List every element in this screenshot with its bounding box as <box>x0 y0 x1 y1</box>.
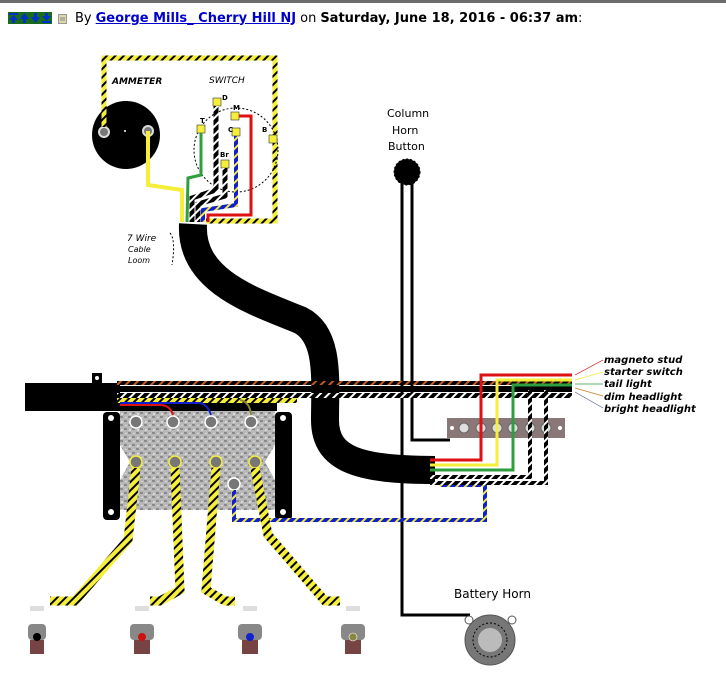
plug-wire-3 <box>201 467 235 606</box>
terminal-br: Br <box>220 151 229 159</box>
spark-plug-3 <box>238 606 262 654</box>
horn-button <box>393 158 421 186</box>
date-suffix: : <box>578 10 583 26</box>
yellow-wire <box>146 131 184 222</box>
terminal-block <box>447 418 565 438</box>
post-header: By George Mills_ Cherry Hill NJ on Satur… <box>8 9 582 27</box>
document-icon[interactable] <box>58 13 67 24</box>
wiring-diagram: AMMETER SWITCH D T M C Br B 7 Wire Cable… <box>25 55 697 666</box>
black-white-wire <box>189 106 219 222</box>
legend-magneto-stud: magneto stud <box>604 355 683 366</box>
horn-button-label-1: Column <box>387 107 429 120</box>
spark-plug-4 <box>341 606 365 654</box>
plug-wire-2 <box>150 467 185 606</box>
legend-dim-headlight: dim headlight <box>604 392 683 403</box>
brown-wire <box>195 168 228 222</box>
legend-bright-headlight: bright headlight <box>604 404 697 415</box>
on-label: on <box>300 10 317 26</box>
author-link[interactable]: George Mills_ Cherry Hill NJ <box>95 10 297 26</box>
loom-label-line3: Loom <box>128 256 150 265</box>
top-arrow-icon[interactable] <box>8 12 19 24</box>
loom-label-line2: Cable <box>128 245 151 254</box>
spark-plug-1 <box>28 606 46 654</box>
bottom-arrow-icon[interactable] <box>41 12 52 24</box>
plug-wire-4 <box>250 467 340 606</box>
horn-button-label-3: Button <box>388 140 425 153</box>
by-label: By <box>75 10 92 26</box>
magneto <box>103 411 292 520</box>
ammeter-to-switch-wire <box>101 55 278 224</box>
terminal-c: C <box>228 126 233 134</box>
cable-loom <box>178 223 436 484</box>
green-wire <box>185 133 203 223</box>
post-date: Saturday, June 18, 2016 - 06:37 am <box>320 10 579 26</box>
ammeter-label: AMMETER <box>111 77 162 87</box>
plug-wire-1 <box>50 467 141 606</box>
top-divider <box>0 0 726 3</box>
spark-plug-2 <box>130 606 154 654</box>
terminal-d: D <box>222 94 228 102</box>
horn-wire-1 <box>400 180 470 617</box>
terminal-b: B <box>262 126 267 134</box>
battery-horn <box>464 614 517 666</box>
switch-label: SWITCH <box>209 76 245 86</box>
legend-tail-light: tail light <box>604 379 653 390</box>
battery-horn-label: Battery Horn <box>454 587 531 601</box>
conduit <box>25 383 120 411</box>
post-navigation <box>8 12 52 24</box>
legend-starter-switch: starter switch <box>604 367 683 378</box>
blue-wire <box>201 136 238 222</box>
horn-button-label-2: Horn <box>392 124 418 137</box>
wire-legend: magneto stud starter switch tail light d… <box>574 355 697 415</box>
up-arrow-icon[interactable] <box>19 12 30 24</box>
terminal-t: T <box>200 117 205 125</box>
loom-label-line1: 7 Wire <box>127 234 157 244</box>
down-arrow-icon[interactable] <box>30 12 41 24</box>
horn-wire-2 <box>410 180 450 442</box>
red-wire <box>206 114 253 222</box>
terminal-m: M <box>233 104 240 112</box>
